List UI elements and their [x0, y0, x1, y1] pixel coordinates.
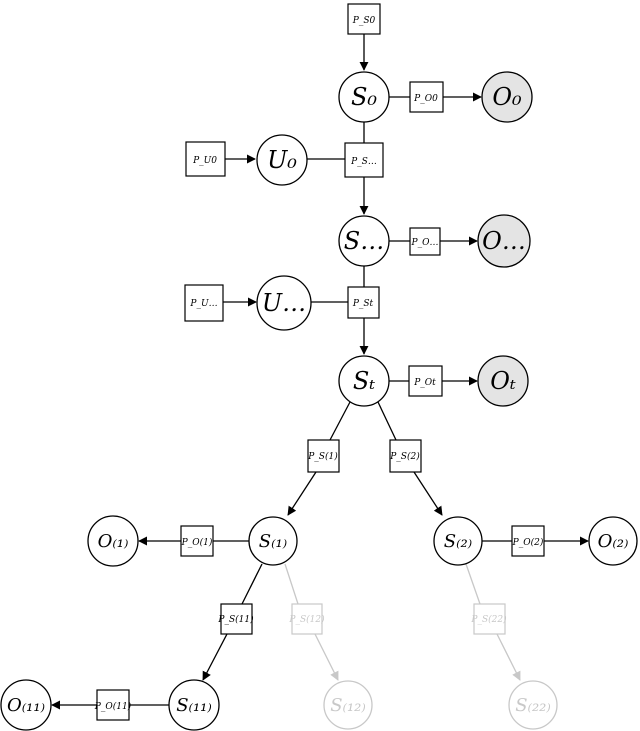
factor-ps11: P_S(11): [217, 603, 254, 635]
edge-st-ps1: [329, 401, 351, 441]
factor-psdots: P_S…: [344, 142, 384, 178]
node-s1: S₍₁₎: [248, 516, 298, 566]
factor-po0-label: P_O0: [413, 94, 438, 104]
factor-ps22-label: P_S(22): [470, 614, 507, 625]
node-o0-label: O₀: [492, 83, 522, 111]
node-s2: S₍₂₎: [433, 516, 483, 566]
edges: [51, 34, 589, 710]
factor-pu0-label: P_U0: [192, 156, 217, 166]
factor-po11: P_O(11): [94, 689, 132, 721]
edge-s2-ps22: [465, 563, 481, 605]
node-u0-label: U₀: [267, 146, 297, 174]
node-s22: S₍₂₂₎: [508, 680, 558, 730]
factor-pot-label: P_Ot: [413, 378, 436, 388]
node-u0: U₀: [256, 134, 308, 186]
factor-ps1-label: P_S(1): [307, 451, 338, 462]
factor-po1: P_O(1): [180, 525, 214, 557]
node-udots-label: U…: [262, 289, 306, 317]
node-s1-label: S₍₁₎: [259, 531, 287, 552]
factor-pst: P_St: [347, 286, 380, 319]
node-sdots: S…: [338, 215, 390, 267]
node-odots: O…: [477, 214, 531, 268]
factor-pudots: P_U…: [184, 284, 224, 322]
node-o2: O₍₂₎: [588, 516, 638, 566]
node-s11: S₍₁₁₎: [168, 679, 220, 731]
factor-ps22: P_S(22): [470, 603, 507, 635]
node-odots-label: O…: [482, 227, 526, 255]
factors: P_S0 P_O0 P_U0 P_S… P_O… P_U… P_St P_Ot: [94, 3, 545, 721]
node-ot-label: Oₜ: [490, 367, 516, 395]
node-s0-label: S₀: [351, 83, 377, 111]
factor-podots-label: P_O…: [411, 238, 439, 248]
factor-ps2-label: P_S(2): [389, 451, 420, 462]
node-o1: O₍₁₎: [87, 515, 139, 567]
node-o1-label: O₍₁₎: [98, 531, 129, 552]
node-s12: S₍₁₂₎: [323, 680, 373, 730]
factor-po2: P_O(2): [511, 525, 545, 557]
factor-ps11-label: P_S(11): [217, 614, 254, 625]
edge-s1-ps11: [241, 563, 263, 605]
factor-ps1: P_S(1): [307, 439, 340, 473]
edge-ps11-s11: [202, 633, 228, 681]
factor-podots: P_O…: [409, 227, 441, 256]
node-o2-label: O₍₂₎: [598, 531, 629, 552]
node-udots: U…: [256, 275, 312, 331]
nodes: S₀ O₀ U₀ S… O… U… Sₜ Oₜ: [0, 71, 638, 731]
factor-po11-label: P_O(11): [94, 701, 132, 712]
node-o11: O₍₁₁₎: [0, 679, 52, 731]
factor-pudots-label: P_U…: [189, 299, 217, 309]
edge-ps12-s12: [314, 633, 339, 681]
node-s12-label: S₍₁₂₎: [330, 695, 366, 716]
factor-pot: P_Ot: [408, 365, 443, 397]
factor-pst-label: P_St: [352, 299, 374, 309]
node-o0: O₀: [481, 71, 533, 123]
node-s2-label: S₍₂₎: [444, 531, 472, 552]
factor-pu0: P_U0: [185, 141, 226, 177]
factor-psdots-label: P_S…: [350, 157, 377, 167]
edge-s1-ps12: [284, 563, 299, 605]
factor-ps0-label: P_S0: [352, 16, 376, 26]
factor-po1-label: P_O(1): [181, 537, 213, 548]
node-o11-label: O₍₁₁₎: [7, 695, 45, 716]
edge-ps22-s22: [496, 633, 521, 681]
factor-po2-label: P_O(2): [512, 537, 544, 548]
factor-po0: P_O0: [409, 81, 444, 113]
node-st-label: Sₜ: [353, 367, 375, 395]
factor-ps2: P_S(2): [389, 439, 422, 473]
node-st: Sₜ: [338, 355, 390, 407]
edge-ps2-s2: [413, 471, 443, 516]
node-s11-label: S₍₁₁₎: [176, 695, 212, 716]
node-s22-label: S₍₂₂₎: [515, 695, 551, 716]
factor-ps12-label: P_S(12): [288, 614, 325, 625]
node-ot: Oₜ: [477, 355, 529, 407]
factor-ps0: P_S0: [347, 3, 381, 35]
edge-ps1-s1: [287, 471, 317, 516]
factor-ps12: P_S(12): [288, 603, 325, 635]
node-sdots-label: S…: [344, 227, 384, 255]
node-s0: S₀: [338, 71, 390, 123]
edge-st-ps2: [377, 401, 397, 441]
